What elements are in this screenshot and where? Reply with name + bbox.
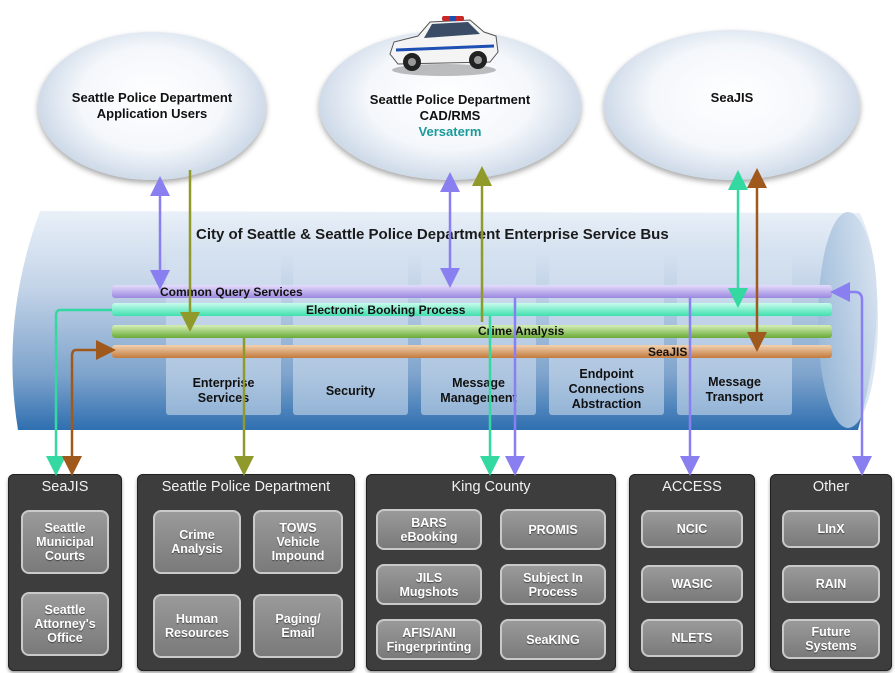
band-electronic-booking <box>112 303 832 316</box>
panel-title-seattle-police-department: Seattle Police Department <box>161 479 331 495</box>
panel-title-king-county: King County <box>451 479 531 495</box>
band-common-query <box>112 285 832 298</box>
panel-title-other: Other <box>812 479 850 495</box>
arrow-booking-to-seajis-panel <box>46 308 112 476</box>
band-crime-analysis <box>112 325 832 338</box>
panel-title-access: ACCESS <box>662 479 722 495</box>
panel-title-seajis: SeaJIS <box>41 479 89 495</box>
box-linx: LInX <box>782 510 880 548</box>
box-ncic: NCIC <box>641 510 743 548</box>
versaterm-label: Versaterm <box>418 124 482 139</box>
arrow-common-query-to-other <box>830 282 872 476</box>
box-wasic: WASIC <box>641 565 743 603</box>
panel-access: ACCESS NCIC WASIC NLETS <box>629 474 755 671</box>
node-seajis <box>604 30 860 180</box>
bus-column-label-security: Security <box>325 384 376 398</box>
box-nlets: NLETS <box>641 619 743 657</box>
box-promis: PROMIS <box>500 509 606 550</box>
band-label-seajis: SeaJIS <box>648 345 688 359</box>
box-paging-email: Paging/Email <box>253 594 343 658</box>
box-rain: RAIN <box>782 565 880 603</box>
node-label-seajis: SeaJIS <box>710 90 754 105</box>
bus-title: City of Seattle & Seattle Police Departm… <box>196 226 669 243</box>
node-spd-application-users <box>38 32 266 180</box>
arrow-seajis-band-to-seajis-panel <box>62 340 116 476</box>
band-seajis <box>112 345 832 358</box>
band-label-common-query: Common Query Services <box>160 285 303 299</box>
box-seaking: SeaKING <box>500 619 606 660</box>
band-label-electronic-booking: Electronic Booking Process <box>306 303 466 317</box>
police-car-image <box>389 16 499 76</box>
band-label-crime-analysis: Crime Analysis <box>478 324 565 338</box>
